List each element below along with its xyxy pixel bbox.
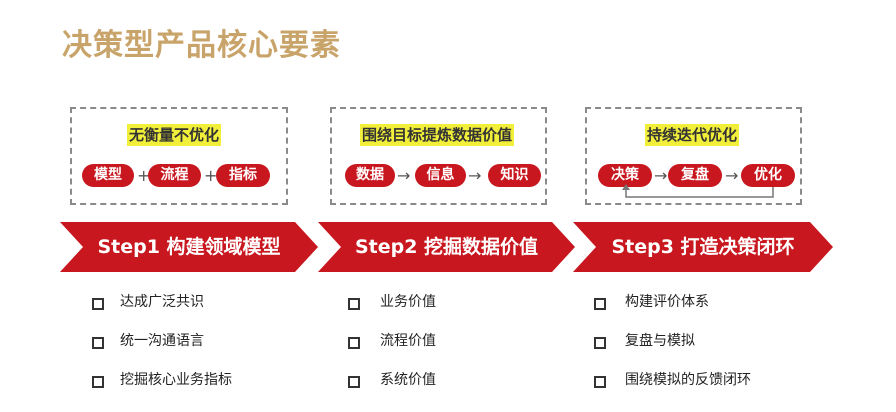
step3-item: 构建评价体系 <box>625 294 709 310</box>
checkbox-icon <box>594 337 606 349</box>
step1-item: 统一沟通语言 <box>120 333 204 349</box>
arrow-right-icon: → <box>654 166 668 185</box>
step3-item: 围绕模拟的反馈闭环 <box>625 372 751 388</box>
checkbox-icon <box>348 376 360 388</box>
step1-item: 挖掘核心业务指标 <box>120 372 232 388</box>
step1-box <box>70 107 288 205</box>
checkbox-icon <box>92 337 104 349</box>
step3-heading: 持续迭代优化 <box>645 124 740 146</box>
checkbox-icon <box>92 376 104 388</box>
pill-data: 数据 <box>345 164 395 187</box>
step1-chevron <box>60 222 318 272</box>
step1-heading: 无衡量不优化 <box>127 124 222 146</box>
checkbox-icon <box>348 298 360 310</box>
step2-item: 系统价值 <box>380 372 436 388</box>
pill-decision: 决策 <box>598 164 652 187</box>
step3-item: 复盘与模拟 <box>625 333 695 349</box>
slide-title: 决策型产品核心要素 <box>62 28 341 63</box>
checkbox-icon <box>348 337 360 349</box>
pill-model: 模型 <box>82 164 134 187</box>
arrow-right-icon: → <box>468 166 482 185</box>
step1-label: Step1 构建领域模型 <box>97 236 281 258</box>
arrow-right-icon: → <box>397 166 411 185</box>
step3-label: Step3 打造决策闭环 <box>611 236 795 258</box>
pill-metric: 指标 <box>216 164 270 187</box>
step3-chevron <box>573 222 833 272</box>
checkbox-icon <box>594 298 606 310</box>
step2-chevron <box>318 222 575 272</box>
arrow-right-icon: → <box>725 166 739 185</box>
step3-box <box>585 107 802 205</box>
step2-box <box>330 107 547 205</box>
step2-item: 流程价值 <box>380 333 436 349</box>
pill-review: 复盘 <box>668 164 722 187</box>
step2-heading: 围绕目标提炼数据价值 <box>360 124 515 146</box>
pill-info: 信息 <box>415 164 466 187</box>
plus-icon: + <box>204 166 218 185</box>
step2-item: 业务价值 <box>380 294 436 310</box>
checkbox-icon <box>594 376 606 388</box>
plus-icon: + <box>137 166 151 185</box>
pill-process: 流程 <box>148 164 201 187</box>
pill-knowledge: 知识 <box>488 164 541 187</box>
checkbox-icon <box>92 298 104 310</box>
pill-optimize: 优化 <box>741 164 795 187</box>
step1-item: 达成广泛共识 <box>120 294 204 310</box>
step2-label: Step2 挖掘数据价值 <box>354 236 539 258</box>
